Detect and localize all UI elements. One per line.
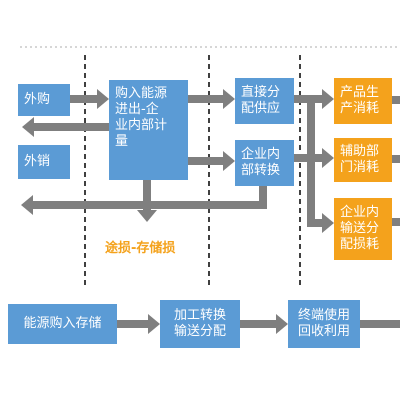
sales-box: 外销 <box>18 145 70 179</box>
bottom-step-2-box: 加工转换 输送分配 <box>160 300 240 348</box>
metering-box: 购入能源 进出-企 业内部计 量 <box>109 80 188 180</box>
arrow-bottom-3 <box>360 320 400 328</box>
arrow-to-transport-loss <box>307 213 334 233</box>
arrow-conversion-return <box>21 185 267 215</box>
arrow-direct-supply-out <box>294 89 334 109</box>
purchase-label: 外购 <box>24 92 51 107</box>
production-consumption-box: 产品生 产消耗 <box>334 78 392 124</box>
arrow-trunk <box>307 103 315 227</box>
metering-label: 购入能源 进出-企 业内部计 量 <box>115 86 168 149</box>
arrow-bottom-2 <box>240 314 288 334</box>
transport-loss-box: 企业内 输送分 配损耗 <box>334 198 392 260</box>
internal-conversion-label: 企业内 部转换 <box>241 147 281 178</box>
transport-loss-label: 企业内 输送分 配损耗 <box>340 205 380 252</box>
auxiliary-consumption-label: 辅助部 门消耗 <box>340 144 380 175</box>
arrow-bottom-1 <box>117 314 160 334</box>
bottom-step-3-box: 终端使用 回收利用 <box>288 300 360 348</box>
direct-supply-box: 直接分 配供应 <box>235 78 294 124</box>
bottom-step-3-label: 终端使用 回收利用 <box>297 308 350 339</box>
arrow-production-exit <box>392 96 400 104</box>
direct-supply-label: 直接分 配供应 <box>241 85 281 116</box>
arrow-to-auxiliary <box>294 148 334 168</box>
internal-conversion-box: 企业内 部转换 <box>235 140 294 186</box>
arrow-purchase-to-metering <box>70 89 109 109</box>
arrow-metering-to-direct-supply <box>188 89 235 109</box>
arrow-auxiliary-exit <box>392 155 400 163</box>
purchase-box: 外购 <box>18 84 70 116</box>
bottom-step-1-box: 能源购入存储 <box>8 304 117 344</box>
production-consumption-label: 产品生 产消耗 <box>340 85 380 116</box>
arrow-transport-loss-exit <box>392 218 400 226</box>
arrow-metering-to-conversion <box>188 151 235 171</box>
sales-label: 外销 <box>24 154 51 169</box>
bottom-step-1-label: 能源购入存储 <box>23 316 102 331</box>
auxiliary-consumption-box: 辅助部 门消耗 <box>334 138 392 182</box>
bottom-step-2-label: 加工转换 输送分配 <box>173 308 226 339</box>
storage-loss-label: 途损-存储损 <box>105 241 176 256</box>
arrow-metering-to-sales <box>22 117 109 137</box>
